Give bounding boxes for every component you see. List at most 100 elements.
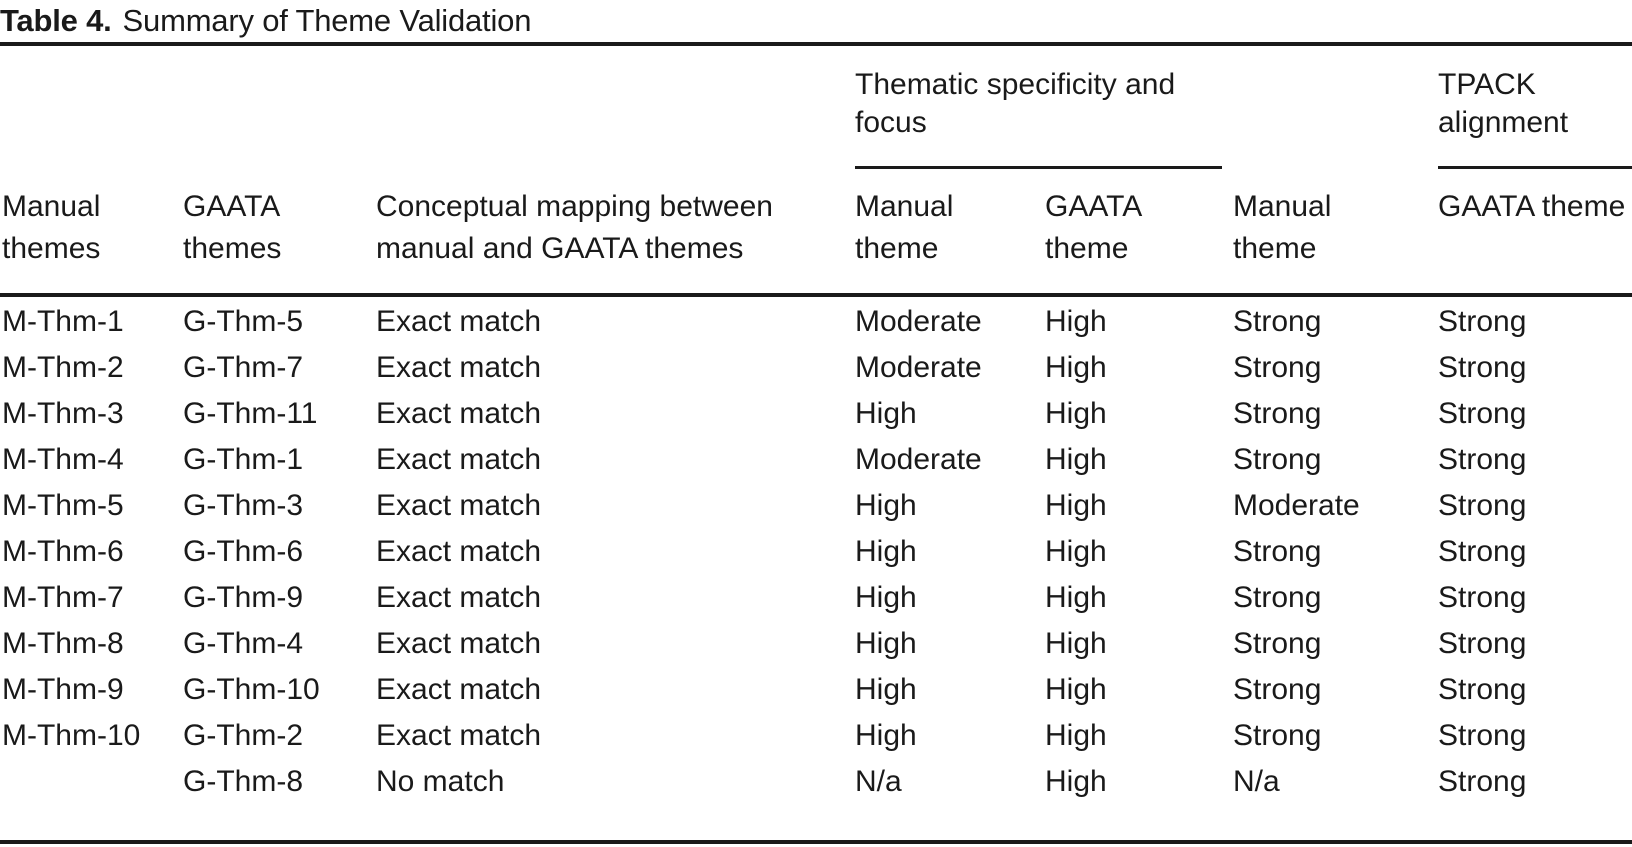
cell-ts-gaata: High (1045, 673, 1107, 706)
table-caption-label: Table 4. (0, 3, 112, 38)
cell-tpack-gaata: Strong (1438, 673, 1527, 706)
cell-tpack-gaata: Strong (1438, 535, 1527, 568)
cell-tpack-gaata: Strong (1438, 305, 1527, 338)
cell-mapping: Exact match (376, 443, 542, 476)
table-caption: Table 4. Summary of Theme Validation (0, 0, 1632, 42)
cell-manual-theme: M-Thm-5 (2, 489, 124, 522)
cell-manual-theme: M-Thm-10 (2, 719, 141, 752)
cell-ts-manual: High (855, 673, 917, 706)
cell-ts-gaata: High (1045, 581, 1107, 614)
cell-mapping: Exact match (376, 673, 542, 706)
column-header-manual-themes: Manual themes (2, 190, 101, 265)
spanner-header-tpack-alignment: TPACK alignment (1438, 68, 1569, 139)
cell-mapping: Exact match (376, 489, 542, 522)
table-row: M-Thm-2 G-Thm-7 Exact match Moderate Hig… (0, 345, 1632, 391)
table-row: M-Thm-10 G-Thm-2 Exact match High High S… (0, 713, 1632, 759)
cell-ts-gaata: High (1045, 305, 1107, 338)
table-row: G-Thm-8 No match N/a High N/a Strong (0, 759, 1632, 805)
cell-tpack-gaata: Strong (1438, 581, 1527, 614)
cell-tpack-manual: Strong (1233, 305, 1322, 338)
cell-mapping: Exact match (376, 305, 542, 338)
cell-ts-manual: High (855, 535, 917, 568)
table-top-rule (0, 42, 1632, 46)
table-row: M-Thm-1 G-Thm-5 Exact match Moderate Hig… (0, 299, 1632, 345)
cell-tpack-manual: Strong (1233, 581, 1322, 614)
cell-mapping: Exact match (376, 397, 542, 430)
cell-tpack-gaata: Strong (1438, 489, 1527, 522)
cell-mapping: Exact match (376, 351, 542, 384)
cell-ts-gaata: High (1045, 719, 1107, 752)
cell-manual-theme: M-Thm-1 (2, 305, 124, 338)
cell-ts-gaata: High (1045, 443, 1107, 476)
cell-ts-gaata: High (1045, 351, 1107, 384)
table-row: M-Thm-6 G-Thm-6 Exact match High High St… (0, 529, 1632, 575)
column-header-tpack-manual-theme: Manual theme (1233, 190, 1332, 265)
cell-gaata-theme: G-Thm-9 (183, 581, 303, 614)
cell-ts-manual: High (855, 627, 917, 660)
cell-gaata-theme: G-Thm-5 (183, 305, 303, 338)
table-caption-text: Summary of Theme Validation (122, 3, 532, 38)
cell-ts-gaata: High (1045, 489, 1107, 522)
spanner-rule-tpack-alignment (1438, 166, 1632, 169)
cell-tpack-gaata: Strong (1438, 627, 1527, 660)
cell-tpack-manual: Strong (1233, 443, 1322, 476)
cell-tpack-manual: Strong (1233, 351, 1322, 384)
cell-gaata-theme: G-Thm-6 (183, 535, 303, 568)
cell-tpack-gaata: Strong (1438, 765, 1527, 798)
cell-gaata-theme: G-Thm-10 (183, 673, 320, 706)
cell-ts-gaata: High (1045, 535, 1107, 568)
cell-tpack-manual: Moderate (1233, 489, 1360, 522)
cell-ts-manual: High (855, 719, 917, 752)
table-header-rule (0, 293, 1632, 297)
column-header-gaata-themes: GAATA themes (183, 190, 282, 265)
cell-tpack-gaata: Strong (1438, 397, 1527, 430)
cell-gaata-theme: G-Thm-7 (183, 351, 303, 384)
cell-ts-manual: High (855, 397, 917, 430)
cell-gaata-theme: G-Thm-1 (183, 443, 303, 476)
cell-mapping: Exact match (376, 719, 542, 752)
cell-manual-theme: M-Thm-3 (2, 397, 124, 430)
cell-tpack-manual: N/a (1233, 765, 1280, 798)
cell-mapping: Exact match (376, 627, 542, 660)
cell-tpack-gaata: Strong (1438, 443, 1527, 476)
cell-tpack-manual: Strong (1233, 627, 1322, 660)
cell-manual-theme: M-Thm-7 (2, 581, 124, 614)
cell-tpack-manual: Strong (1233, 719, 1322, 752)
cell-mapping: No match (376, 765, 505, 798)
cell-ts-manual: High (855, 489, 917, 522)
column-header-conceptual-mapping: Conceptual mapping between manual and GA… (376, 190, 773, 265)
table-body: M-Thm-1 G-Thm-5 Exact match Moderate Hig… (0, 299, 1632, 805)
cell-manual-theme: M-Thm-6 (2, 535, 124, 568)
spanner-header-thematic-specificity: Thematic specificity and focus (855, 68, 1176, 139)
spanner-rule-thematic-specificity (855, 166, 1222, 169)
cell-ts-gaata: High (1045, 397, 1107, 430)
cell-tpack-gaata: Strong (1438, 719, 1527, 752)
cell-ts-gaata: High (1045, 765, 1107, 798)
table-bottom-rule (0, 840, 1632, 844)
cell-manual-theme: M-Thm-4 (2, 443, 124, 476)
cell-ts-manual: Moderate (855, 351, 982, 384)
cell-tpack-manual: Strong (1233, 397, 1322, 430)
table-row: M-Thm-9 G-Thm-10 Exact match High High S… (0, 667, 1632, 713)
cell-gaata-theme: G-Thm-3 (183, 489, 303, 522)
table-row: M-Thm-8 G-Thm-4 Exact match High High St… (0, 621, 1632, 667)
cell-ts-gaata: High (1045, 627, 1107, 660)
table-row: M-Thm-7 G-Thm-9 Exact match High High St… (0, 575, 1632, 621)
column-header-tpack-gaata-theme: GAATA theme (1438, 190, 1626, 223)
cell-mapping: Exact match (376, 581, 542, 614)
cell-mapping: Exact match (376, 535, 542, 568)
cell-ts-manual: Moderate (855, 305, 982, 338)
cell-gaata-theme: G-Thm-8 (183, 765, 303, 798)
cell-ts-manual: High (855, 581, 917, 614)
table-row: M-Thm-4 G-Thm-1 Exact match Moderate Hig… (0, 437, 1632, 483)
cell-tpack-gaata: Strong (1438, 351, 1527, 384)
cell-manual-theme: M-Thm-2 (2, 351, 124, 384)
cell-gaata-theme: G-Thm-4 (183, 627, 303, 660)
column-header-ts-gaata-theme: GAATA theme (1045, 190, 1141, 265)
cell-gaata-theme: G-Thm-2 (183, 719, 303, 752)
cell-ts-manual: Moderate (855, 443, 982, 476)
cell-gaata-theme: G-Thm-11 (183, 397, 318, 430)
table-row: M-Thm-3 G-Thm-11 Exact match High High S… (0, 391, 1632, 437)
cell-tpack-manual: Strong (1233, 673, 1322, 706)
